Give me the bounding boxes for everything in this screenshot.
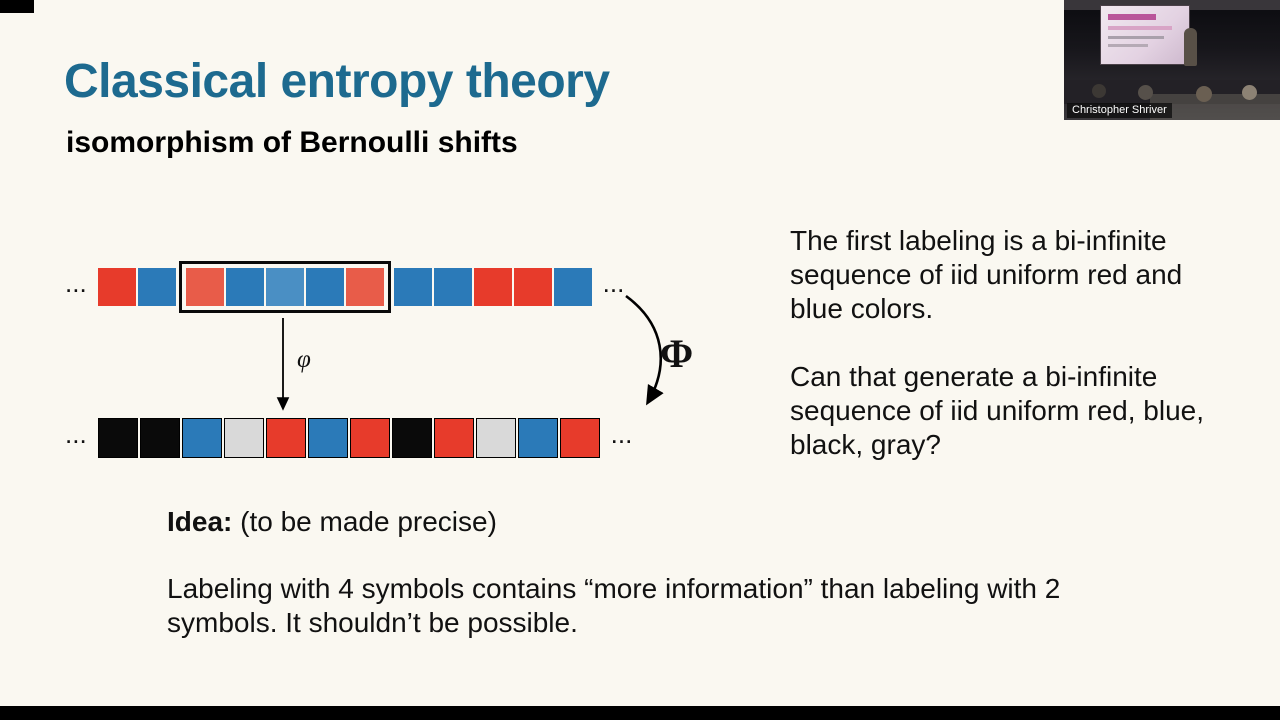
ellipsis-right-top: ... <box>602 268 625 298</box>
sequence-cell-blue <box>393 268 432 306</box>
sequence-cell-red <box>513 268 552 306</box>
explanation-text: The first labeling is a bi-infinite sequ… <box>790 224 1238 496</box>
sequence-cell-red-light <box>345 268 384 306</box>
sequence-cell-red <box>97 268 136 306</box>
sequence-cell-blue <box>517 418 558 458</box>
conclusion-text: Labeling with 4 symbols contains “more i… <box>167 573 1061 638</box>
sequence-cell-gray <box>475 418 516 458</box>
projected-slide-line <box>1108 36 1164 39</box>
ellipsis-right-bottom: ... <box>610 419 633 449</box>
highlight-box <box>178 261 391 313</box>
sequence-cell-red <box>349 418 390 458</box>
slide-title: Classical entropy theory <box>64 55 610 108</box>
top-row-cells <box>97 261 592 313</box>
sequence-cell-black <box>391 418 432 458</box>
explanation-paragraph-2: Can that generate a bi-infinite sequence… <box>790 361 1205 460</box>
sequence-cell-black <box>97 418 138 458</box>
speaker-silhouette <box>1184 28 1197 66</box>
audience-silhouette <box>1196 86 1212 102</box>
letterbox-bottom <box>0 706 1280 720</box>
sequence-cell-blue-light <box>265 268 304 306</box>
sequence-cell-blue <box>307 418 348 458</box>
projector-screen <box>1100 5 1190 65</box>
sequence-cell-blue <box>433 268 472 306</box>
idea-text: (to be made precise) <box>240 506 497 537</box>
sequence-cell-blue <box>553 268 592 306</box>
audience-silhouette <box>1138 85 1153 100</box>
sequence-cell-blue <box>305 268 344 306</box>
sequence-cell-red <box>433 418 474 458</box>
sequence-cell-red <box>559 418 600 458</box>
sequence-cell-blue <box>225 268 264 306</box>
ellipsis-left-top: ... <box>65 268 87 298</box>
sequence-cell-black <box>139 418 180 458</box>
bottom-sequence-row: ... ... <box>56 418 641 458</box>
slide-subtitle: isomorphism of Bernoulli shifts <box>66 126 518 159</box>
idea-label: Idea: <box>167 506 233 537</box>
audience-silhouette <box>1092 84 1106 98</box>
sequence-cell-red-light <box>185 268 224 306</box>
sequence-cell-gray <box>223 418 264 458</box>
ellipsis-left-bottom: ... <box>65 419 87 449</box>
projected-slide-line <box>1108 44 1148 47</box>
projected-slide-title-bar <box>1108 14 1156 20</box>
big-phi-map-label: Φ <box>660 331 694 376</box>
audience-silhouette <box>1242 85 1257 100</box>
bottom-row-cells <box>97 418 600 458</box>
webcam-video: Christopher Shriver <box>1064 0 1280 120</box>
presenter-name-label: Christopher Shriver <box>1067 103 1172 118</box>
letterbox-top-left <box>0 0 34 13</box>
top-sequence-row: ... ... <box>56 260 633 314</box>
projected-slide-line <box>1108 26 1172 30</box>
sequence-cell-blue <box>137 268 176 306</box>
explanation-paragraph-1: The first labeling is a bi-infinite sequ… <box>790 225 1183 324</box>
phi-map-label: φ <box>297 346 311 373</box>
sequence-cell-blue <box>181 418 222 458</box>
sequence-cell-red <box>473 268 512 306</box>
idea-line: Idea: (to be made precise) <box>167 506 497 538</box>
sequence-cell-red <box>265 418 306 458</box>
